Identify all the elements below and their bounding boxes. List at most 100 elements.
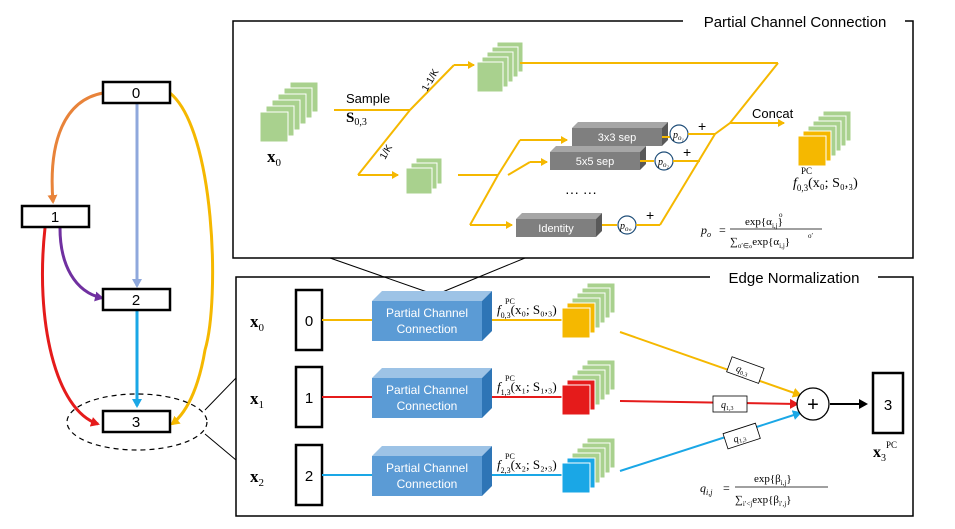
node-2-label: 2: [132, 292, 140, 309]
en-row-node-label: 2: [305, 468, 313, 485]
en-output-node-label: 3: [884, 397, 892, 414]
op-3x3-label: 3x3 sep: [598, 132, 637, 144]
p-formula-num: exp{αi,j}: [745, 216, 783, 230]
en-row-node-box: [294, 443, 324, 507]
callout-line-top: [204, 377, 237, 411]
en-pcc-block-label: Partial Channel: [386, 461, 468, 475]
en-row-q-label: q0,3: [734, 363, 750, 379]
p-formula-num-sup: o: [779, 211, 783, 219]
pcc-out-stack-layer: [797, 135, 827, 167]
en-row-output-stack: [561, 437, 616, 494]
node-1-box: [20, 204, 91, 229]
en-pcc-block-top: [372, 446, 492, 456]
pcc-panel: Partial Channel Connection x0 Sample S0,…: [232, 14, 914, 259]
ops-ellipsis: ··· ···: [565, 184, 597, 200]
ops-up-line: [497, 139, 521, 176]
op-block-identity: Identity: [516, 213, 602, 237]
en-row-q-box: q1,3: [722, 422, 761, 450]
kept-stack-layer: [476, 61, 504, 93]
callout-pcc-left: [329, 257, 431, 294]
node-3-box: [101, 409, 172, 434]
en-row-q-rect: [722, 422, 761, 450]
en-row-node-label: 0: [305, 313, 313, 330]
pcc-output-stack: [797, 110, 852, 167]
selected-feature-stack: [405, 157, 443, 195]
node-1-label: 1: [51, 209, 59, 226]
node-0-label: 0: [132, 85, 140, 102]
en-row-to-sum-line: [619, 398, 799, 409]
en-row-f-sup: PC: [505, 374, 515, 383]
callout-pcc-right: [439, 257, 526, 294]
sum-diag-upper: [714, 122, 731, 135]
pcc-panel-title: Partial Channel Connection: [704, 14, 887, 31]
edge-0-1: [47, 91, 104, 204]
en-pcc-block-label: Connection: [397, 399, 458, 413]
en-pcc-block-side: [482, 291, 492, 341]
en-row-q-label: q1,3: [732, 431, 748, 446]
selected-stack-layer: [405, 167, 433, 195]
split-up-line: [409, 64, 455, 111]
op-block-5x5: 5x5 sep: [550, 146, 646, 170]
en-row-f-label: f2,3(x₂; S₂,₃): [497, 457, 557, 475]
edge-1-3: [40, 227, 100, 427]
p2-label: po₂: [657, 157, 670, 169]
q-formula-lhs: qi,j: [700, 481, 713, 497]
kept-feature-stack: [476, 41, 524, 93]
p-formula-lhs: po: [700, 223, 711, 239]
sample-label: Sample: [346, 91, 390, 106]
en-pcc-block-side: [482, 446, 492, 496]
sum-diag: [659, 133, 716, 226]
op-5x5-label: 5x5 sep: [576, 156, 615, 168]
x0-label: x0: [267, 147, 282, 169]
en-row-f-label: f0,3(x₀; S₀,₃): [497, 302, 557, 320]
en-row-x-label: x0: [250, 312, 265, 334]
en-row-to-sum-line: [619, 410, 802, 472]
p-formula: po = exp{αi,j} o ∑o′∈ℴexp{αi,j} o′: [700, 211, 822, 250]
en-pcc-block-label: Partial Channel: [386, 383, 468, 397]
node-2-box: [101, 287, 172, 312]
en-row-output-stack: [561, 282, 616, 339]
sum-circle: [796, 387, 830, 421]
plus-3: +: [646, 207, 654, 223]
x0-stack-layer: [259, 111, 289, 143]
pcc-panel-border: [232, 20, 914, 259]
node-3-highlight-ellipse: [66, 393, 208, 451]
en-row-q-rect: [726, 356, 765, 384]
en-row-node-box: [294, 288, 324, 352]
en-pcc-block-label: Connection: [397, 477, 458, 491]
sum-symbol: +: [807, 394, 819, 416]
p-formula-den-sup: o′: [808, 232, 814, 240]
en-pcc-block-front: [372, 378, 482, 418]
en-output-node-box: [871, 371, 905, 435]
concat-label: Concat: [752, 106, 794, 121]
en-row-q-rect: [712, 395, 748, 413]
q-formula: qi,j = exp{βi,j} ∑i′<jexp{βi′,j}: [700, 473, 828, 508]
q-formula-den: ∑i′<jexp{βi′,j}: [735, 494, 791, 508]
en-panel-border: [235, 276, 914, 517]
p1-label: po₁: [672, 130, 684, 142]
en-pcc-block-label: Connection: [397, 322, 458, 336]
op-block-3x3: 3x3 sep: [572, 122, 668, 146]
en-row-f-sup: PC: [505, 297, 515, 306]
en-row-output-stack: [561, 359, 616, 416]
q-formula-num: exp{βi,j}: [754, 473, 792, 487]
en-row-x-label: x1: [250, 389, 264, 411]
en-row-to-sum-line: [619, 331, 802, 398]
split-down-line: [357, 109, 411, 176]
left-graph: 0 1 2 3: [20, 80, 215, 451]
p3-label: poₙ: [619, 221, 632, 233]
node-3-label: 3: [132, 414, 140, 431]
en-pcc-block-top: [372, 291, 492, 301]
pcc-output-sup: PC: [801, 166, 812, 176]
en-output-x-sup: PC: [886, 440, 897, 450]
en-row-stack-layer: [561, 384, 591, 416]
p-formula-eq: =: [719, 223, 726, 237]
en-panel-title: Edge Normalization: [729, 270, 860, 287]
en-pcc-block-top: [372, 368, 492, 378]
en-row-q-box: q1,3: [712, 395, 748, 413]
